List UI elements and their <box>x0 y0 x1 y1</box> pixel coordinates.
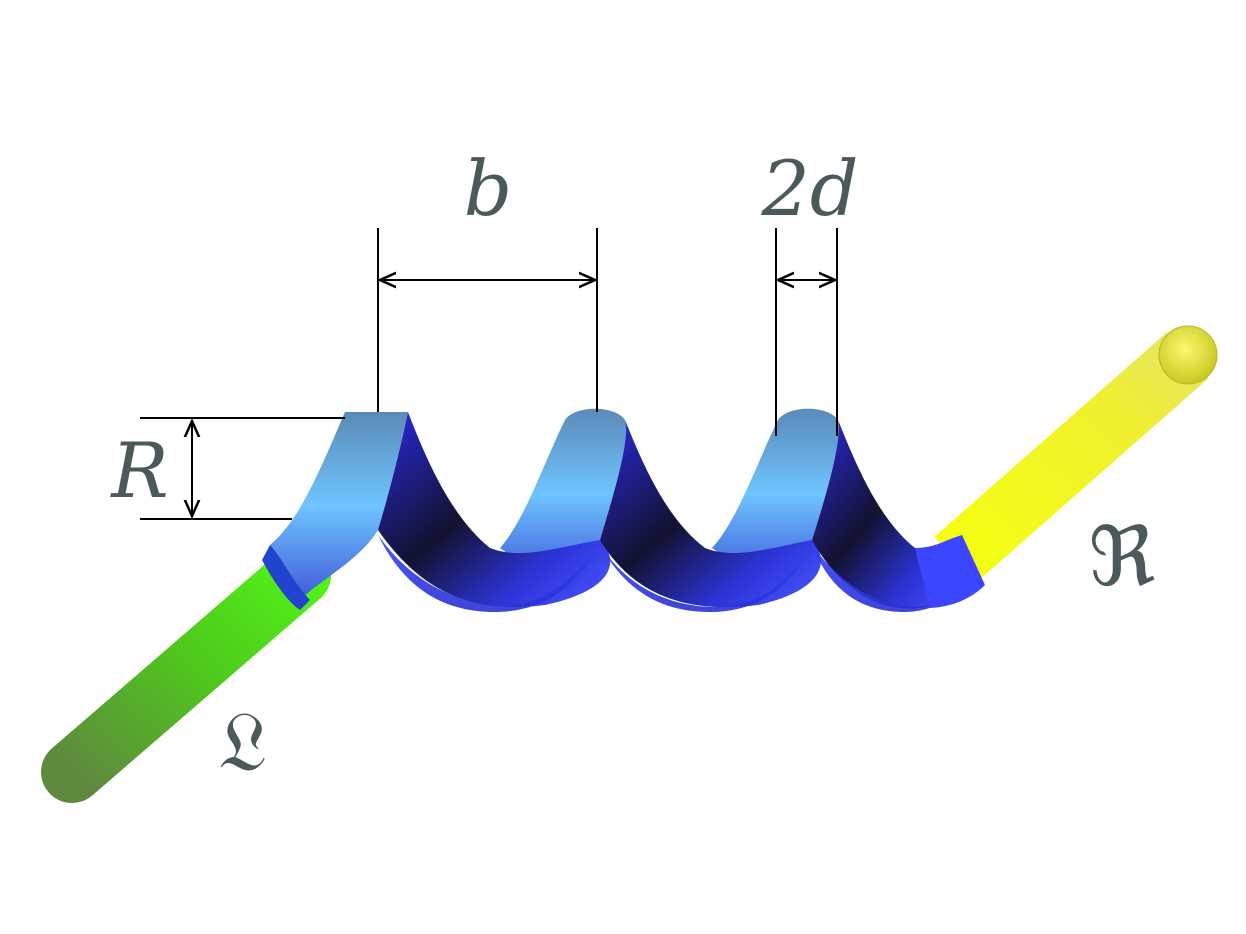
helix-coil <box>262 408 985 612</box>
left-lead <box>41 544 331 803</box>
radius-label: R <box>109 426 168 515</box>
pitch-label: b <box>464 144 513 233</box>
pitch-dimension: b <box>377 144 598 412</box>
wire-width-dimension: 2d <box>760 144 859 436</box>
radius-dimension: R <box>109 417 345 520</box>
right-lead <box>934 325 1218 584</box>
right-lead-label: ℜ <box>1089 510 1156 605</box>
left-lead-label: 𝔏 <box>219 695 268 790</box>
wire-width-label: 2d <box>760 144 858 233</box>
